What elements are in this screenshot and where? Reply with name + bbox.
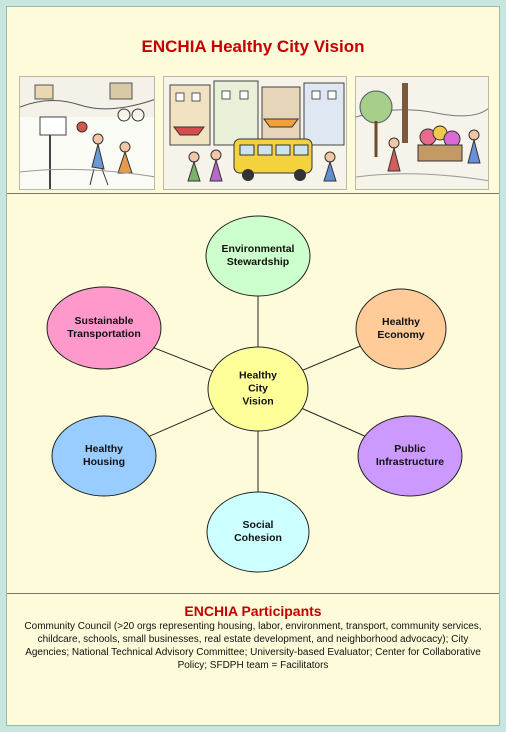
node-label-housing: Healthy Housing bbox=[83, 443, 125, 468]
node-infrastructure bbox=[357, 415, 463, 497]
community-garden-illustration bbox=[355, 76, 489, 190]
page-title: ENCHIA Healthy City Vision bbox=[141, 37, 365, 56]
node-label-center: Healthy City Vision bbox=[239, 369, 277, 408]
street-recreation-illustration bbox=[19, 76, 155, 190]
node-label-infrastructure: Public Infrastructure bbox=[375, 443, 445, 468]
vision-panel: ENCHIA Healthy City Vision bbox=[6, 6, 500, 726]
node-social bbox=[206, 491, 310, 573]
node-label-transportation: Sustainable Transportation bbox=[67, 315, 141, 340]
node-label-economy: Healthy Economy bbox=[377, 316, 425, 341]
illustration-strip bbox=[19, 76, 489, 190]
vision-diagram: Environmental Stewardship Healthy Econom… bbox=[7, 193, 501, 593]
node-label-environment: Environmental Stewardship bbox=[221, 243, 295, 268]
divider-top bbox=[7, 193, 499, 194]
node-transportation bbox=[46, 286, 162, 370]
node-center bbox=[207, 346, 309, 432]
node-label-social: Social Cohesion bbox=[234, 519, 282, 544]
participants-text: Community Council (>20 orgs representing… bbox=[24, 621, 482, 671]
participants-title: ENCHIA Participants bbox=[184, 603, 322, 619]
node-environment bbox=[205, 215, 311, 297]
node-housing bbox=[51, 415, 157, 497]
divider-bottom bbox=[7, 593, 499, 594]
node-economy bbox=[355, 288, 447, 370]
transit-street-illustration bbox=[163, 76, 347, 190]
diagram-canvas bbox=[46, 215, 463, 573]
